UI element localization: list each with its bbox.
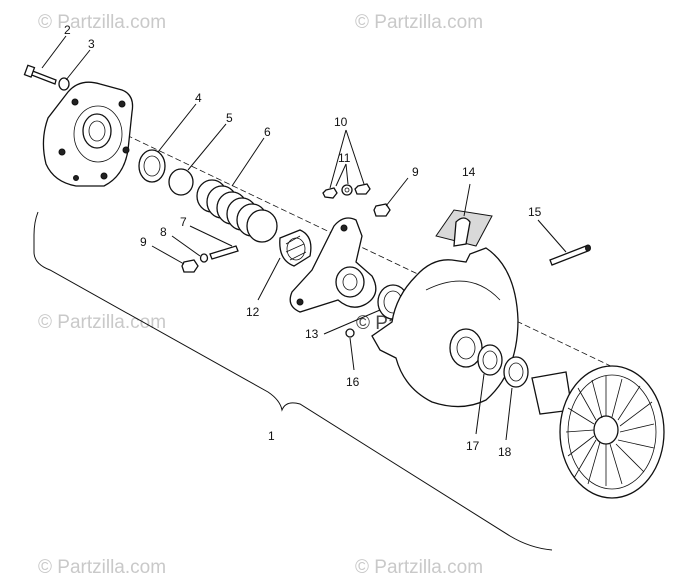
callout-18: 18	[498, 445, 512, 459]
callout-16: 16	[346, 375, 360, 389]
callout-15: 15	[528, 205, 542, 219]
part-nut-right	[373, 203, 391, 217]
callout-9-right: 9	[412, 165, 419, 179]
callout-9-left: 9	[140, 235, 147, 249]
callout-13: 13	[305, 327, 319, 341]
callout-5: 5	[226, 111, 233, 125]
callout-1: 1	[268, 429, 275, 443]
part-bolt	[23, 64, 57, 85]
part-bushing	[138, 149, 166, 183]
part-small-nuts	[322, 183, 371, 199]
part-spring	[196, 179, 278, 243]
part-shaft-pin	[549, 244, 591, 266]
callout-8: 8	[160, 225, 167, 239]
watermark-bottom-left: © Partzilla.com	[38, 557, 166, 578]
callout-12: 12	[246, 305, 260, 319]
watermark-bottom-center: © Partzilla.com	[355, 557, 483, 578]
part-pin	[209, 245, 239, 260]
watermark-top-center: © Partzilla.com	[355, 12, 483, 33]
part-cover-plate	[42, 81, 134, 187]
callout-17: 17	[466, 439, 480, 453]
callout-11: 11	[338, 151, 351, 165]
part-bushing-18	[503, 356, 529, 388]
watermark-mid-left: © Partzilla.com	[38, 312, 166, 333]
part-small-washer	[199, 253, 209, 263]
callout-3: 3	[88, 37, 95, 51]
callout-2: 2	[64, 23, 71, 37]
part-washer	[58, 77, 70, 91]
callout-14: 14	[462, 165, 476, 179]
callout-10: 10	[334, 115, 348, 129]
callout-numbers: 1 2 3 4 5 6 7 8 9 9 10 11 12 13 14 15 16…	[64, 23, 542, 459]
part-nut-left	[181, 259, 199, 273]
watermark-top-left: © Partzilla.com	[38, 12, 166, 33]
part-bushing-17	[477, 344, 503, 376]
leader-lines	[41, 35, 567, 441]
callout-7: 7	[180, 215, 187, 229]
part-spider-arm	[289, 217, 377, 313]
part-ball	[345, 328, 355, 338]
part-fixed-sheave	[531, 365, 665, 499]
callout-6: 6	[264, 125, 271, 139]
part-snap-ring	[168, 168, 194, 196]
part-roller-sleeve	[279, 229, 312, 267]
callout-4: 4	[195, 91, 202, 105]
assembly-bracket	[33, 211, 553, 551]
